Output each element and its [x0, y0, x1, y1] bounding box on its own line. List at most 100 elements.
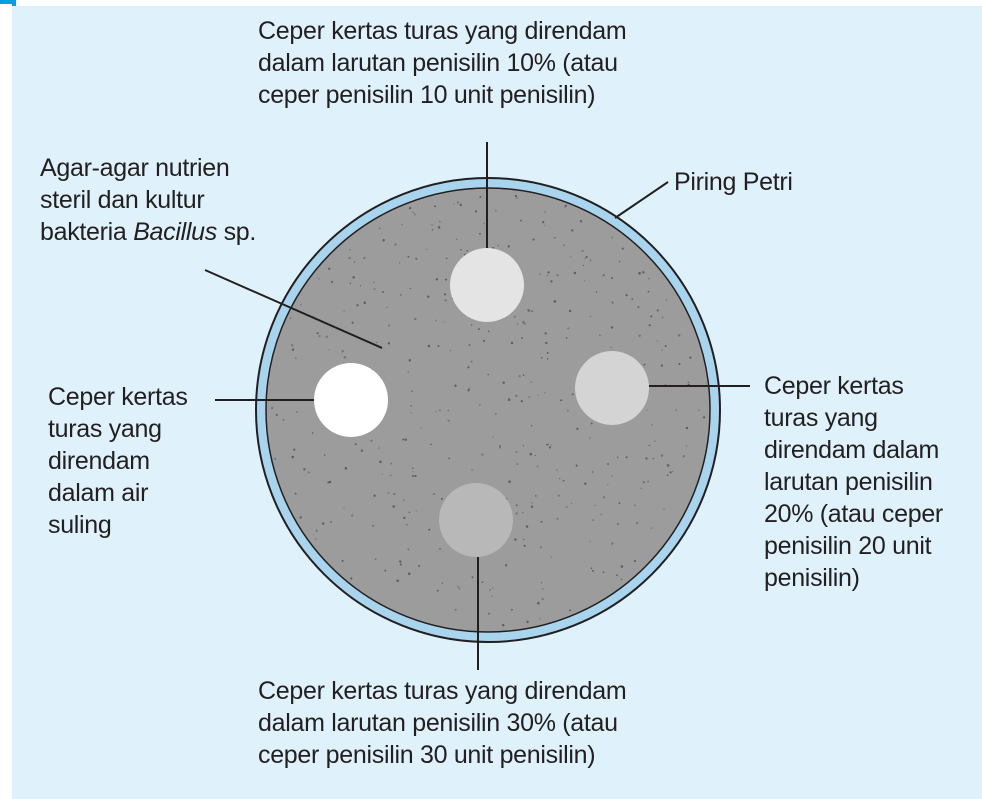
- speckle-dot: [408, 511, 411, 514]
- speckle-dot: [616, 456, 619, 458]
- speckle-dot: [487, 330, 490, 333]
- speckle-dot: [454, 384, 457, 387]
- speckle-dot: [392, 505, 395, 508]
- speckle-dot: [375, 341, 378, 344]
- speckle-dot: [682, 455, 685, 458]
- speckle-dot: [654, 440, 656, 442]
- speckle-dot: [594, 504, 596, 507]
- speckle-dot: [382, 290, 384, 293]
- speckle-dot: [553, 300, 557, 303]
- speckle-dot: [440, 497, 443, 500]
- speckle-dot: [544, 392, 546, 394]
- speckle-dot: [411, 390, 414, 393]
- speckle-dot: [550, 444, 553, 446]
- speckle-dot: [660, 454, 664, 457]
- accent-bar-side: [12, 0, 16, 6]
- speckle-dot: [356, 304, 359, 307]
- speckle-dot: [457, 586, 459, 588]
- speckle-dot: [554, 236, 556, 239]
- speckle-dot: [571, 393, 574, 396]
- speckle-dot: [351, 321, 354, 324]
- speckle-dot: [646, 409, 648, 411]
- speckle-dot: [348, 256, 351, 260]
- speckle-dot: [527, 309, 530, 312]
- speckle-dot: [556, 517, 559, 520]
- speckle-dot: [698, 409, 700, 411]
- speckle-dot: [584, 482, 587, 485]
- speckle-dot: [537, 601, 540, 605]
- speckle-dot: [296, 411, 298, 413]
- label-agar-line: bakteria Bacillus sp.: [40, 216, 256, 248]
- label-disc-20-line: penisilin): [764, 564, 860, 592]
- speckle-dot: [401, 223, 403, 226]
- speckle-dot: [541, 588, 544, 590]
- speckle-dot: [530, 505, 534, 508]
- speckle-dot: [516, 463, 519, 465]
- speckle-dot: [468, 387, 471, 390]
- speckle-dot: [282, 418, 285, 421]
- speckle-dot: [546, 274, 549, 277]
- speckle-dot: [460, 248, 462, 251]
- speckle-dot: [647, 277, 650, 280]
- speckle-dot: [412, 211, 414, 213]
- label-disc-20-line: Ceper kertas: [764, 372, 904, 400]
- speckle-dot: [482, 339, 486, 342]
- speckle-dot: [343, 507, 345, 510]
- speckle-dot: [616, 574, 618, 577]
- speckle-dot: [501, 623, 505, 627]
- speckle-dot: [350, 577, 353, 580]
- speckle-dot: [666, 474, 669, 477]
- label-agar-prefix: bakteria: [40, 218, 134, 246]
- speckle-dot: [407, 371, 410, 373]
- speckle-dot: [565, 506, 568, 509]
- speckle-dot: [507, 245, 510, 248]
- speckle-dot: [521, 511, 524, 514]
- speckle-dot: [328, 267, 331, 270]
- speckle-dot: [318, 278, 320, 280]
- speckle-dot: [620, 565, 624, 568]
- speckle-dot: [569, 609, 572, 612]
- speckle-dot: [427, 344, 431, 348]
- speckle-dot: [675, 409, 678, 412]
- speckle-dot: [418, 564, 421, 567]
- speckle-dot: [539, 273, 541, 275]
- speckle-dot: [514, 194, 518, 198]
- speckle-dot: [545, 341, 548, 345]
- speckle-dot: [407, 548, 410, 551]
- speckle-dot: [411, 467, 414, 470]
- speckle-dot: [618, 260, 621, 263]
- label-disc-30-line: ceper penisilin 30 unit penisilin): [258, 741, 596, 769]
- speckle-dot: [515, 512, 518, 515]
- speckle-dot: [661, 316, 664, 319]
- label-disc-10-line: dalam larutan penisilin 10% (atau: [258, 49, 618, 77]
- label-petri-dish-text: Piring Petri: [674, 168, 793, 196]
- speckle-dot: [557, 494, 560, 497]
- speckle-dot: [666, 464, 670, 467]
- speckle-dot: [402, 499, 405, 502]
- speckle-dot: [585, 256, 588, 259]
- speckle-dot: [529, 452, 533, 456]
- speckle-dot: [420, 427, 422, 429]
- speckle-dot: [381, 473, 383, 475]
- label-agar: Agar-agar nutrien steril dan kultur bakt…: [40, 152, 256, 248]
- speckle-dot: [314, 538, 317, 541]
- speckle-dot: [386, 306, 389, 309]
- speckle-dot: [661, 349, 663, 351]
- speckle-dot: [540, 356, 543, 359]
- speckle-dot: [412, 475, 414, 477]
- label-disc-10-line: Ceper kertas turas yang direndam: [258, 17, 627, 45]
- label-disc-30-line: Ceper kertas turas yang direndam: [258, 677, 627, 705]
- speckle-dot: [318, 334, 321, 338]
- label-disc-water: Ceper kertas turas yang direndam dalam a…: [48, 381, 188, 541]
- speckle-dot: [602, 273, 605, 277]
- speckle-dot: [275, 413, 278, 416]
- speckle-dot: [625, 294, 628, 297]
- speckle-dot: [399, 563, 402, 566]
- speckle-dot: [481, 581, 484, 584]
- speckle-dot: [404, 438, 408, 441]
- speckle-dot: [374, 558, 377, 561]
- speckle-dot: [316, 332, 319, 335]
- speckle-dot: [291, 455, 295, 459]
- speckle-dot: [470, 360, 473, 363]
- speckle-dot: [324, 454, 326, 456]
